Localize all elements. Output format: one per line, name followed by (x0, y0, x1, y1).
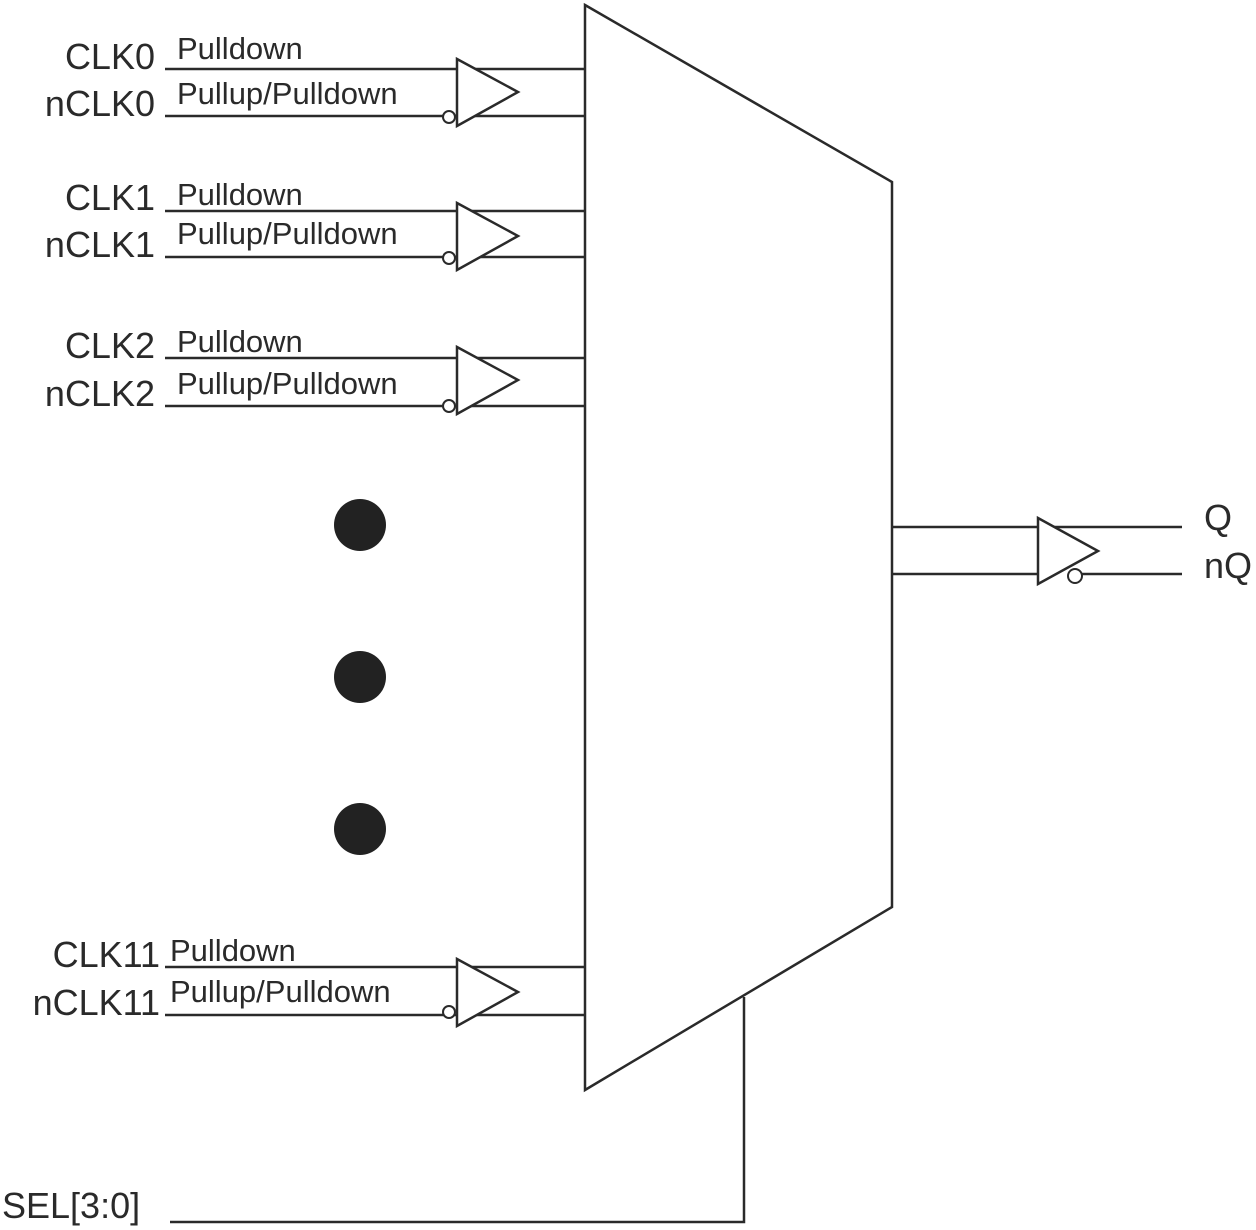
inverting-bubble-0 (442, 110, 456, 124)
nclk1-resistor-label: Pullup/Pulldown (177, 216, 398, 251)
ellipsis-dot (334, 499, 386, 551)
q-label: Q (1204, 497, 1232, 538)
input-pair-2: CLK2 nCLK2 Pulldown Pullup/Pulldown (45, 324, 585, 417)
input-pair-1: CLK1 nCLK1 Pulldown Pullup/Pulldown (45, 177, 585, 273)
clk11-label: CLK11 (53, 934, 160, 975)
nclk11-label: nCLK11 (33, 982, 160, 1023)
inverting-bubble-2 (442, 399, 456, 413)
input-pair-0: CLK0 nCLK0 Pulldown Pullup/Pulldown (45, 31, 585, 129)
input-buffer-0 (455, 56, 521, 129)
select-input: SEL[3:0] (2, 997, 746, 1226)
inverting-bubble-11 (442, 1005, 456, 1019)
output-stage: Q nQ (892, 497, 1252, 587)
input-pair-11: CLK11 nCLK11 Pulldown Pullup/Pulldown (33, 933, 585, 1029)
clk1-resistor-label: Pulldown (177, 177, 303, 212)
input-buffer-1 (455, 200, 521, 273)
output-inverting-bubble (1067, 568, 1083, 584)
clk0-label: CLK0 (65, 36, 155, 77)
clk11-resistor-label: Pulldown (170, 933, 296, 968)
nclk2-label: nCLK2 (45, 373, 155, 414)
clk2-resistor-label: Pulldown (177, 324, 303, 359)
input-buffer-2 (455, 344, 521, 417)
ellipsis-dot (334, 803, 386, 855)
nclk11-resistor-label: Pullup/Pulldown (170, 974, 391, 1009)
nclk0-label: nCLK0 (45, 83, 155, 124)
input-buffer-11 (455, 956, 521, 1029)
select-wire (170, 997, 746, 1224)
clk0-resistor-label: Pulldown (177, 31, 303, 66)
clk2-label: CLK2 (65, 325, 155, 366)
nclk0-resistor-label: Pullup/Pulldown (177, 76, 398, 111)
ellipsis-dots (334, 499, 386, 855)
clk1-label: CLK1 (65, 177, 155, 218)
nclk1-label: nCLK1 (45, 224, 155, 265)
ellipsis-dot (334, 651, 386, 703)
inverting-bubble-1 (442, 251, 456, 265)
select-label: SEL[3:0] (2, 1185, 140, 1226)
nclk2-resistor-label: Pullup/Pulldown (177, 366, 398, 401)
output-buffer (1036, 515, 1101, 587)
multiplexer-block (583, 2, 894, 1093)
nq-label: nQ (1204, 545, 1252, 586)
